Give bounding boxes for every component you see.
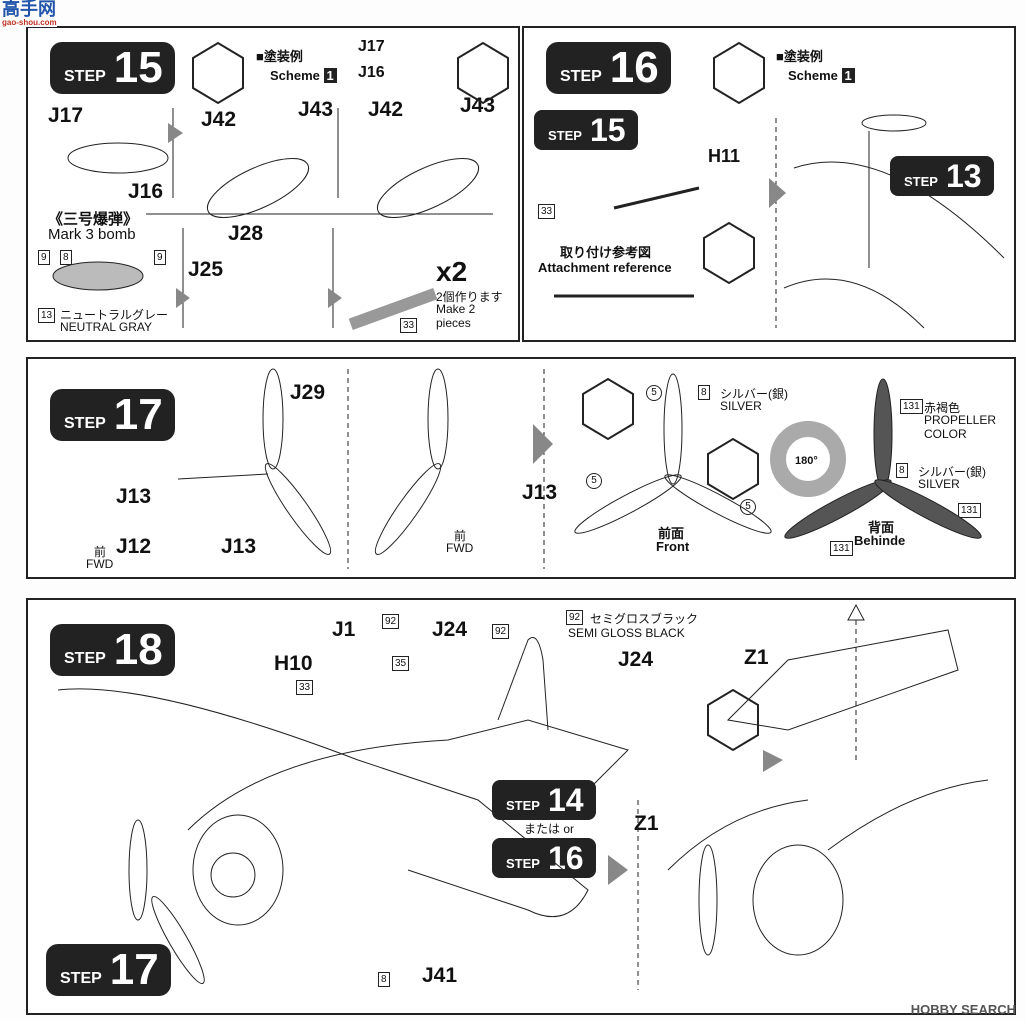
fwd-jp: 前 — [94, 545, 107, 559]
part-label: J43 — [460, 94, 496, 117]
make-note-en: Make 2 — [436, 302, 476, 316]
color-name-en: NEUTRAL GRAY — [60, 320, 153, 334]
step16-illustration — [554, 41, 1005, 329]
front-label-en: Front — [656, 539, 690, 554]
part-label: J13 — [221, 535, 257, 558]
step18-illustration — [57, 603, 989, 990]
part-label: J1 — [332, 618, 356, 641]
part-label: H10 — [274, 652, 313, 675]
part-label: Z1 — [744, 646, 769, 669]
part-ref: 33 — [538, 204, 556, 219]
bomb-title-en: Mark 3 bomb — [48, 226, 136, 243]
front-label-jp: 前面 — [658, 526, 685, 541]
color-name-jp: セミグロスブラック — [590, 612, 699, 626]
color-name-en: SILVER — [720, 399, 762, 413]
mark-ref: 5 — [646, 385, 662, 401]
color-ref: 8 — [896, 463, 908, 478]
part-label: J12 — [116, 535, 152, 558]
quantity-label: x2 — [436, 256, 468, 287]
or-label: または or — [524, 822, 575, 836]
color-ref: 8 — [60, 250, 72, 265]
color-ref: 8 — [378, 972, 390, 987]
fwd-jp: 前 — [454, 529, 467, 543]
part-label: J24 — [432, 618, 468, 641]
part-label: J42 — [201, 108, 237, 131]
color-ref: 9 — [154, 250, 166, 265]
part-label: Z1 — [634, 812, 659, 835]
part-label: J16 — [358, 64, 385, 81]
part-label: J29 — [290, 381, 326, 404]
make-note-en: pieces — [436, 316, 471, 330]
color-ref: 8 — [698, 385, 710, 400]
part-label: J13 — [116, 485, 152, 508]
hobby-search-watermark: HOBBY SEARCH — [910, 1002, 1016, 1017]
part-label: J41 — [422, 964, 458, 987]
color-name-jp: ニュートラルグレー — [60, 308, 169, 322]
color-ref: 92 — [382, 614, 400, 629]
part-label: J13 — [522, 481, 558, 504]
part-label: J24 — [618, 648, 654, 671]
color-name-jp: シルバー(銀) — [720, 387, 788, 401]
part-ref: 33 — [400, 318, 418, 333]
scheme-label-en: Scheme 1 — [270, 68, 337, 83]
scheme-label-en: Scheme 1 — [788, 68, 855, 83]
mark-ref: 5 — [740, 499, 756, 515]
scheme-label-jp: ■塗装例 — [256, 49, 303, 64]
color-ref: 33 — [296, 680, 314, 695]
back-label-en: Behinde — [854, 533, 906, 548]
part-label: J16 — [128, 180, 164, 203]
fwd-en: FWD — [446, 541, 474, 555]
part-label: J17 — [358, 38, 385, 55]
color-name-jp: シルバー(銀) — [918, 465, 986, 479]
step15-illustration — [52, 41, 509, 331]
color-name-en: SEMI GLOSS BLACK — [568, 626, 685, 640]
part-label: J17 — [48, 104, 84, 127]
part-label: J43 — [298, 98, 334, 121]
attach-title-jp: 取り付け参考図 — [560, 245, 652, 260]
fwd-en: FWD — [86, 557, 114, 571]
color-ref: 13 — [38, 308, 56, 323]
color-ref: 35 — [392, 656, 410, 671]
part-label: J28 — [228, 222, 264, 245]
part-label: J25 — [188, 258, 224, 281]
step17-illustration — [177, 368, 982, 569]
color-ref: 9 — [38, 250, 50, 265]
rotate-label: 180° — [795, 455, 818, 467]
color-ref: 92 — [492, 624, 510, 639]
color-ref: 92 — [566, 610, 584, 625]
color-ref: 131 — [958, 503, 981, 518]
color-ref: 131 — [830, 541, 853, 556]
color-name-en: PROPELLER — [924, 413, 997, 427]
scheme-label-jp: ■塗装例 — [776, 49, 823, 64]
bomb-title-jp: 《三号爆弾》 — [48, 211, 139, 228]
back-label-jp: 背面 — [868, 520, 895, 535]
color-name-jp: 赤褐色 — [924, 401, 961, 415]
attach-title-en: Attachment reference — [538, 260, 672, 275]
color-ref: 131 — [900, 399, 923, 414]
make-note-jp: 2個作ります — [436, 290, 503, 304]
color-name-en: SILVER — [918, 477, 960, 491]
mark-ref: 5 — [586, 473, 602, 489]
color-name-en: COLOR — [924, 427, 967, 441]
part-label: H11 — [708, 146, 741, 166]
part-label: J42 — [368, 98, 404, 121]
